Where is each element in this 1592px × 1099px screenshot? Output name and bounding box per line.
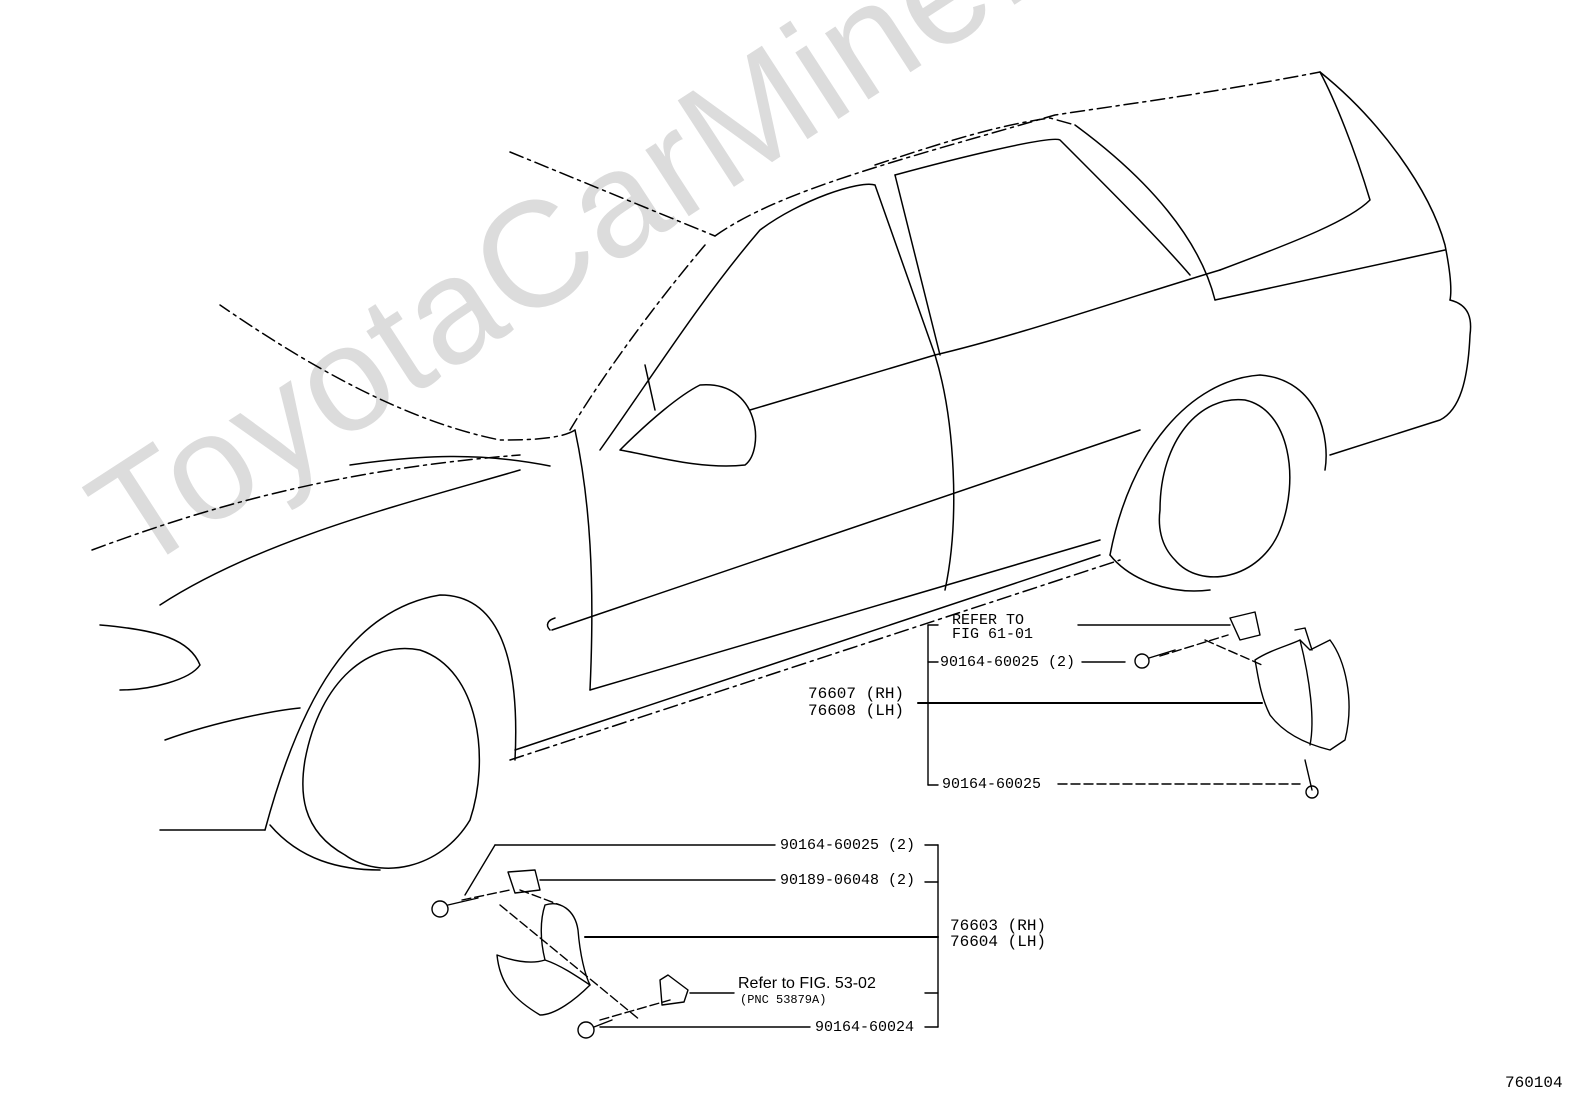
front-mudflap-group: [431, 844, 939, 1039]
refer-fig-53-label: Refer to FIG. 53-02: [738, 975, 876, 992]
figure-number: 760104: [1505, 1074, 1563, 1092]
front-screw-bottom-label: 90164-60024: [815, 1019, 915, 1036]
rear-screw-top-label: 90164-60025 (2): [940, 654, 1076, 671]
front-screw-top-label: 90164-60025 (2): [780, 837, 916, 854]
refer-to-label: REFER TO: [952, 612, 1025, 629]
front-part-lh-label: 76604 (LH): [950, 933, 1047, 951]
rear-part-rh-label: 76607 (RH): [808, 685, 905, 703]
refer-pnc-label: (PNC 53879A): [740, 993, 827, 1007]
refer-fig-label: FIG 61-01: [952, 626, 1034, 643]
rear-part-lh-label: 76608 (LH): [808, 702, 905, 720]
front-part-rh-label: 76603 (RH): [950, 917, 1047, 935]
rear-screw-bottom-label: 90164-60025: [942, 776, 1042, 793]
rear-mudflap-group: [917, 611, 1350, 799]
front-clip-label: 90189-06048 (2): [780, 872, 916, 889]
